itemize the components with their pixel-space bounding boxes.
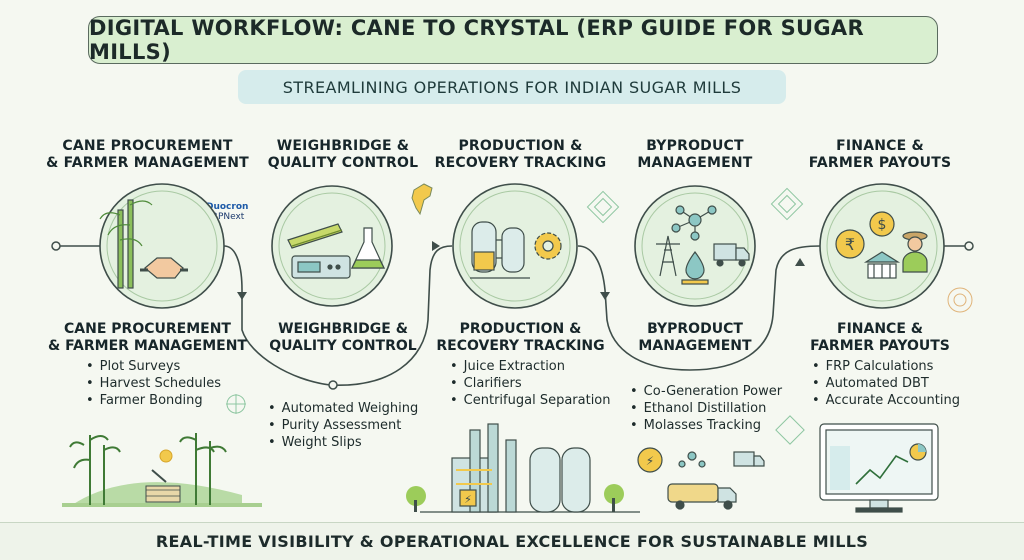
- arrow-right-1: [432, 241, 440, 251]
- brand-logo: Duocron ERPNext: [206, 202, 249, 222]
- factory-icon: ⚡: [406, 423, 640, 513]
- list-item: Plot Surveys: [86, 358, 221, 375]
- stage-1-label: CANE PROCUREMENT& FARMER MANAGEMENT: [48, 321, 247, 354]
- svg-text:₹: ₹: [845, 235, 855, 254]
- flow-mid-node: [328, 380, 338, 390]
- sugarcane-icon: [99, 199, 153, 289]
- list-item: Purity Assessment: [268, 417, 418, 434]
- flow-end-node: [964, 241, 974, 251]
- list-item: Automated DBT: [812, 375, 960, 392]
- stage-5-label: FINANCE &FARMER PAYOUTS: [810, 321, 950, 354]
- rupee-coin-icon: ₹: [835, 229, 865, 259]
- bank-icon: [863, 251, 901, 279]
- svg-text:$: $: [878, 217, 887, 233]
- stage-2-items: Automated Weighing Purity Assessment Wei…: [268, 400, 419, 451]
- list-item: Juice Extraction: [450, 358, 611, 375]
- farmer-icon: [902, 231, 928, 273]
- page-title: DIGITAL WORKFLOW: CANE TO CRYSTAL (ERP G…: [88, 16, 938, 64]
- stage-2-label: WEIGHBRIDGE &QUALITY CONTROL: [269, 321, 417, 354]
- pattern-icon-3: [947, 287, 973, 313]
- stage-1-title: CANE PROCUREMENT& FARMER MANAGEMENT: [46, 138, 249, 171]
- stage-3-title: PRODUCTION &RECOVERY TRACKING: [434, 138, 607, 171]
- flow-start-node: [51, 241, 61, 251]
- stage-5-title: FINANCE &FARMER PAYOUTS: [808, 138, 952, 171]
- list-item: Centrifugal Separation: [450, 392, 611, 409]
- stage-3-label: PRODUCTION &RECOVERY TRACKING: [436, 321, 605, 354]
- byproduct-mini-scene: ⚡: [637, 447, 765, 510]
- svg-text:⚡: ⚡: [646, 454, 654, 468]
- svg-text:⚡: ⚡: [464, 493, 472, 506]
- list-item: Ethanol Distillation: [630, 400, 782, 417]
- sun-icon: [159, 449, 173, 463]
- gear-icon: [534, 232, 562, 260]
- arrow-down-2: [600, 292, 610, 300]
- arrow-down-1: [237, 292, 247, 300]
- pattern-icon-5: [226, 394, 246, 414]
- stage-2-title: WEIGHBRIDGE &QUALITY CONTROL: [267, 138, 419, 171]
- monitor-chart-icon: [819, 423, 939, 513]
- list-item: Weight Slips: [268, 434, 418, 451]
- pattern-icon-4: [775, 415, 805, 445]
- oil-drop-icon: [681, 250, 709, 285]
- power-tower-icon: [656, 235, 680, 277]
- stage-4-items: Co-Generation Power Ethanol Distillation…: [630, 383, 782, 434]
- footer-tagline: REAL-TIME VISIBILITY & OPERATIONAL EXCEL…: [0, 522, 1024, 560]
- arrow-up-1: [795, 258, 805, 266]
- india-map-icon: [411, 183, 433, 216]
- list-item: Harvest Schedules: [86, 375, 221, 392]
- pattern-icon-2: [770, 187, 804, 221]
- list-item: Co-Generation Power: [630, 383, 782, 400]
- dollar-coin-icon: $: [869, 211, 895, 237]
- list-item: Accurate Accounting: [812, 392, 960, 409]
- handshake-icon: [140, 257, 188, 279]
- list-item: Farmer Bonding: [86, 392, 221, 409]
- stage-3-items: Juice Extraction Clarifiers Centrifugal …: [450, 358, 611, 409]
- stage-5-items: FRP Calculations Automated DBT Accurate …: [812, 358, 960, 409]
- list-item: Automated Weighing: [268, 400, 419, 417]
- scale-icon: [287, 223, 351, 279]
- page-subtitle: STREAMLINING OPERATIONS FOR INDIAN SUGAR…: [238, 70, 786, 104]
- pattern-icon-1: [586, 190, 620, 224]
- stage-1-items: Plot Surveys Harvest Schedules Farmer Bo…: [86, 358, 221, 409]
- stage-4-circle: [634, 185, 756, 307]
- truck-icon: [713, 243, 750, 267]
- farm-scene: [62, 433, 262, 507]
- stage-5-circle: [819, 183, 945, 309]
- flask-icon: [351, 227, 385, 269]
- list-item: FRP Calculations: [812, 358, 960, 375]
- tank-icon: [470, 221, 530, 279]
- list-item: Clarifiers: [450, 375, 611, 392]
- list-item: Molasses Tracking: [630, 417, 782, 434]
- molecule-icon: [671, 205, 717, 241]
